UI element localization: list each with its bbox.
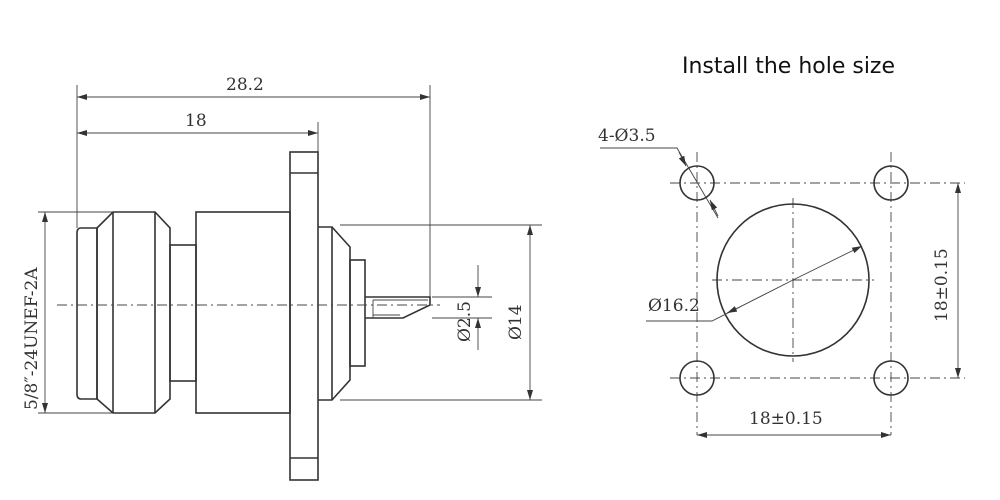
horizontal-spacing-label: 18±0.15	[749, 409, 823, 429]
mount-hole	[679, 165, 715, 201]
dimension-flange-offset: 18	[185, 111, 207, 131]
contact-pin	[365, 296, 431, 319]
mount-hole	[873, 165, 909, 201]
vertical-spacing-label: 18±0.15	[932, 248, 952, 322]
center-hole-label: Ø16.2	[648, 296, 700, 316]
pin-diameter-label: Ø2.5	[455, 301, 475, 342]
mount-hole	[679, 360, 715, 396]
center-hole	[716, 203, 870, 357]
connector-body	[195, 211, 291, 414]
panel-hole-pattern: 4-Ø3.5 Ø16.2 18±0.15 18±0.15	[598, 126, 965, 438]
mount-holes-label: 4-Ø3.5	[598, 126, 656, 146]
flange	[289, 151, 319, 481]
dimension-overall-length: 28.2	[226, 75, 264, 95]
body-diameter-label: Ø14	[506, 304, 526, 340]
thread-spec-label: 5/8″-24UNEF-2A	[22, 267, 42, 410]
connector-side-view: 28.2 18 5/8″-24UNEF-2A	[22, 75, 542, 481]
mount-hole	[873, 360, 909, 396]
coupling-nut	[96, 211, 171, 414]
section-title: Install the hole size	[682, 54, 895, 79]
